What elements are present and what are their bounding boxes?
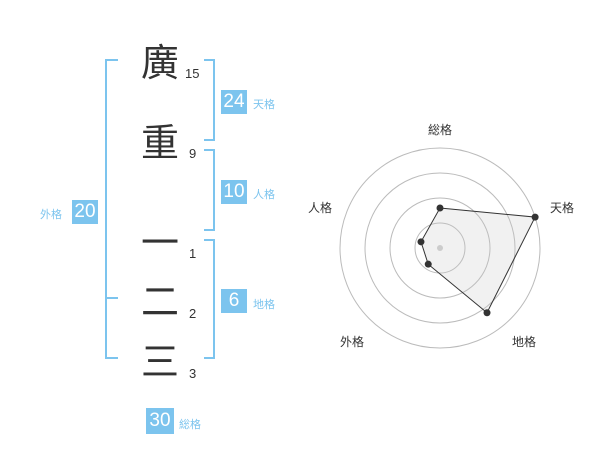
gaikaku-value: 20 bbox=[72, 200, 98, 224]
soukaku-value: 30 bbox=[146, 408, 174, 434]
stroke-count-4: 2 bbox=[189, 306, 197, 321]
chikaku-bracket bbox=[204, 239, 215, 359]
radar-axis-label-tenkaku: 天格 bbox=[550, 200, 574, 215]
radar-point-3 bbox=[483, 309, 491, 317]
radar-point-4 bbox=[424, 260, 432, 268]
name-char-2: 重 bbox=[141, 121, 180, 165]
gaikaku-bracket bbox=[105, 59, 118, 359]
chikaku-label: 地格 bbox=[253, 298, 275, 311]
radar-axis-label-soukaku: 総格 bbox=[428, 122, 452, 137]
tenkaku-bracket bbox=[204, 59, 215, 141]
name-char-3: 一 bbox=[141, 221, 180, 265]
gaikaku-label: 外格 bbox=[40, 208, 62, 221]
radar-point-2 bbox=[531, 213, 539, 221]
jinkaku-value: 10 bbox=[221, 180, 247, 204]
name-char-1: 廣 bbox=[141, 41, 180, 85]
radar-axis-label-jinkaku: 人格 bbox=[308, 200, 332, 215]
radar-axis-label-chikaku: 地格 bbox=[512, 334, 536, 349]
stroke-count-2: 9 bbox=[189, 146, 197, 161]
tenkaku-label: 天格 bbox=[253, 98, 275, 111]
radar-point-1 bbox=[436, 204, 444, 212]
soukaku-label: 総格 bbox=[179, 418, 201, 431]
stroke-count-3: 1 bbox=[189, 246, 197, 261]
radar-axis-label-gaikaku: 外格 bbox=[340, 334, 364, 349]
stroke-count-5: 3 bbox=[189, 366, 197, 381]
name-char-5: 三 bbox=[141, 340, 180, 384]
chikaku-value: 6 bbox=[221, 289, 247, 313]
jinkaku-label: 人格 bbox=[253, 188, 275, 201]
tenkaku-value: 24 bbox=[221, 90, 247, 114]
name-char-4: 二 bbox=[141, 280, 180, 324]
radar-point-5 bbox=[417, 238, 425, 246]
radar-center-dot bbox=[437, 245, 443, 251]
radar-polygon bbox=[420, 207, 536, 314]
jinkaku-bracket bbox=[204, 149, 215, 231]
stroke-count-1: 15 bbox=[185, 66, 200, 81]
